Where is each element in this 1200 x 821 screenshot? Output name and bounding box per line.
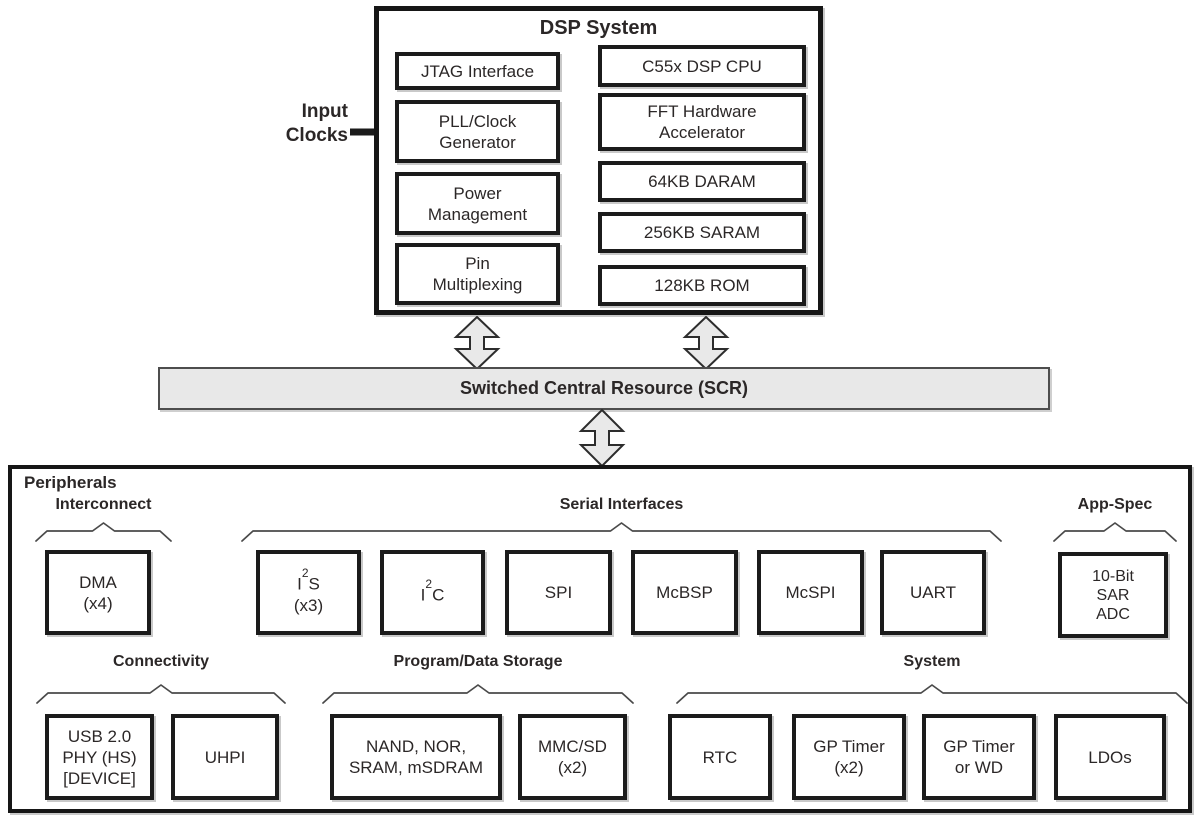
- spi-label: SPI: [544, 583, 573, 602]
- scr-bar: Switched Central Resource (SCR): [158, 367, 1050, 410]
- fft-hardware-accelerator-box: FFT Hardware Accelerator: [598, 93, 806, 151]
- pll-clock-generator-label: PLL/Clock Generator: [438, 111, 517, 152]
- ldos-box: LDOs: [1054, 714, 1166, 800]
- ldos-label: LDOs: [1088, 747, 1132, 767]
- mcspi-label: McSPI: [785, 583, 836, 602]
- app-spec-group-label: App-Spec: [1077, 496, 1153, 513]
- dma-label: DMA (x4): [79, 572, 117, 613]
- mmc-sd-box: MMC/SD (x2): [518, 714, 627, 800]
- program-data-storage-group-label: Program/Data Storage: [393, 653, 563, 670]
- i2c-label: I2C: [420, 576, 445, 605]
- serial-interfaces-group-label: Serial Interfaces: [559, 496, 684, 513]
- gp-timer-x2-box: GP Timer (x2): [792, 714, 906, 800]
- c55x-dsp-cpu-box: C55x DSP CPU: [598, 45, 806, 87]
- gp-timer-x2-label: GP Timer (x2): [813, 737, 885, 777]
- connectivity-group-label: Connectivity: [112, 653, 209, 670]
- saram-box: 256KB SARAM: [598, 212, 806, 253]
- dsp-scr-left-arrow-icon: [453, 316, 501, 370]
- interconnect-brace: [35, 522, 172, 542]
- rom-box: 128KB ROM: [598, 265, 806, 306]
- program-data-storage-brace: [322, 684, 634, 704]
- uart-label: UART: [910, 583, 956, 602]
- system-brace: [676, 684, 1188, 704]
- mcbsp-box: McBSP: [631, 550, 738, 635]
- rtc-box: RTC: [668, 714, 772, 800]
- spi-box: SPI: [505, 550, 612, 635]
- nand-nor-sram-msdram-label: NAND, NOR, SRAM, mSDRAM: [348, 737, 484, 777]
- power-management-label: Power Management: [427, 183, 528, 224]
- system-group-label: System: [903, 653, 961, 670]
- fft-hardware-accelerator-label: FFT Hardware Accelerator: [647, 102, 757, 142]
- gp-timer-or-wd-box: GP Timer or WD: [922, 714, 1036, 800]
- dsp-scr-right-arrow-icon: [682, 316, 730, 370]
- i2s-box: I2S(x3): [256, 550, 361, 635]
- interconnect-group-label: Interconnect: [55, 496, 152, 513]
- sar-adc-label: 10-Bit SAR ADC: [1092, 567, 1134, 623]
- app-spec-brace: [1053, 522, 1177, 542]
- peripherals-title: Peripherals: [24, 473, 117, 492]
- c55x-dsp-cpu-label: C55x DSP CPU: [642, 56, 762, 76]
- sar-adc-box: 10-Bit SAR ADC: [1058, 552, 1168, 638]
- power-management-box: Power Management: [395, 172, 560, 235]
- pin-multiplexing-box: Pin Multiplexing: [395, 243, 560, 305]
- connectivity-brace: [36, 684, 286, 704]
- rom-label: 128KB ROM: [654, 276, 750, 295]
- i2s-label: I2S(x3): [293, 566, 324, 615]
- jtag-interface-label: JTAG Interface: [420, 61, 535, 81]
- uhpi-label: UHPI: [204, 747, 246, 767]
- dsp-system-box: DSP System JTAG Interface PLL/Clock Gene…: [374, 6, 823, 315]
- pll-clock-generator-box: PLL/Clock Generator: [395, 100, 560, 163]
- dma-box: DMA (x4): [45, 550, 151, 635]
- serial-interfaces-brace: [241, 522, 1002, 542]
- dsp-system-title: DSP System: [539, 17, 658, 39]
- saram-label: 256KB SARAM: [643, 223, 761, 242]
- uhpi-box: UHPI: [171, 714, 279, 800]
- scr-label: Switched Central Resource (SCR): [459, 378, 749, 398]
- peripherals-box: Peripherals Interconnect Serial Interfac…: [8, 465, 1192, 813]
- mcspi-box: McSPI: [757, 550, 864, 635]
- gp-timer-or-wd-label: GP Timer or WD: [943, 737, 1015, 777]
- i2c-box: I2C: [380, 550, 485, 635]
- usb-phy-label: USB 2.0 PHY (HS) [DEVICE]: [62, 726, 137, 788]
- rtc-label: RTC: [702, 747, 738, 767]
- mcbsp-label: McBSP: [656, 583, 713, 602]
- daram-box: 64KB DARAM: [598, 161, 806, 202]
- input-clocks-label: Input Clocks: [285, 101, 348, 146]
- uart-box: UART: [880, 550, 986, 635]
- scr-peripherals-arrow-icon: [578, 409, 626, 467]
- nand-nor-sram-msdram-box: NAND, NOR, SRAM, mSDRAM: [330, 714, 502, 800]
- usb-phy-box: USB 2.0 PHY (HS) [DEVICE]: [45, 714, 154, 800]
- pin-multiplexing-label: Pin Multiplexing: [432, 254, 523, 294]
- daram-label: 64KB DARAM: [648, 172, 756, 191]
- jtag-interface-box: JTAG Interface: [395, 52, 560, 90]
- mmc-sd-label: MMC/SD (x2): [538, 737, 607, 777]
